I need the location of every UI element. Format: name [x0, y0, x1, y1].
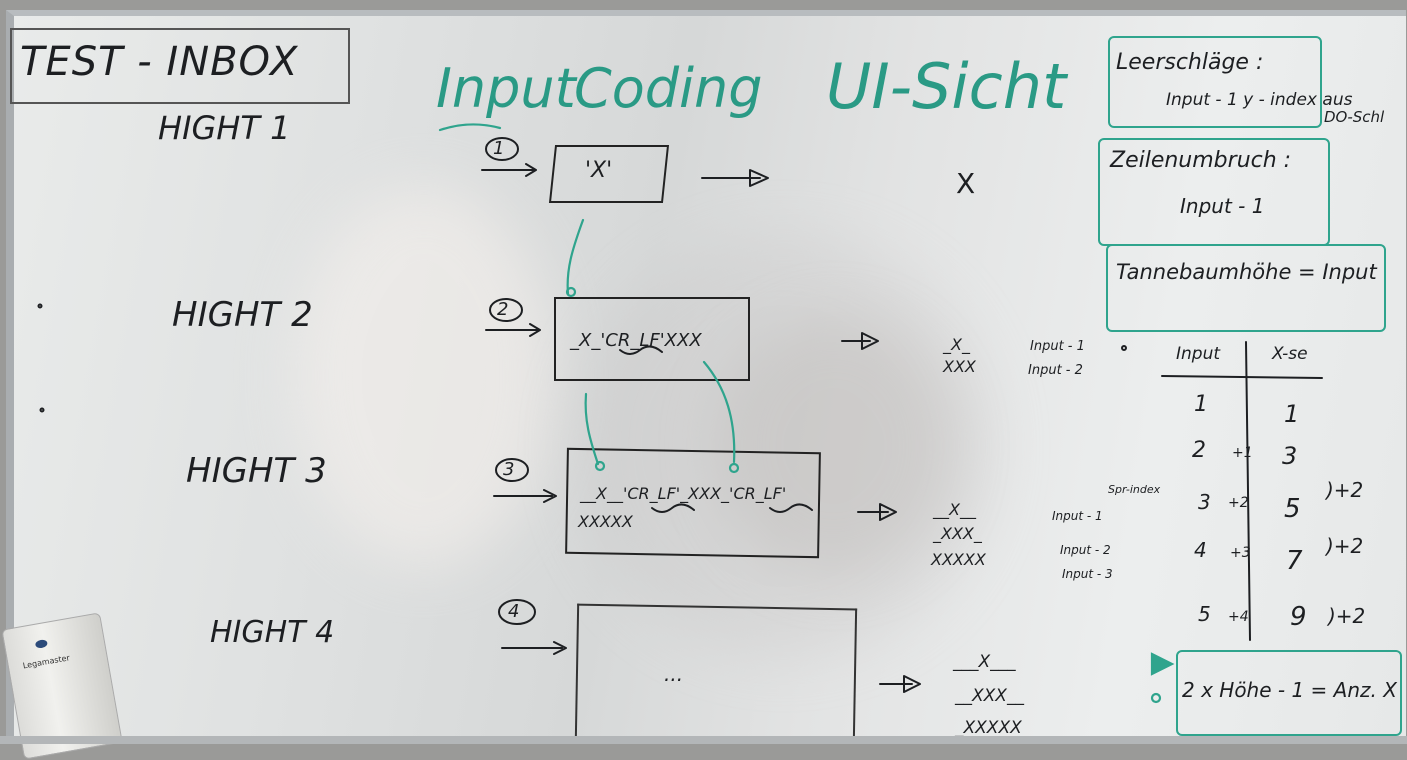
table-x-4: 7 — [1286, 546, 1303, 576]
input-arrow-3 — [493, 489, 557, 503]
table-x-1: 1 — [1284, 400, 1300, 428]
step-number-3: 3 — [503, 459, 515, 480]
table-input-5: 5 — [1198, 602, 1211, 626]
table-step-4: +3 — [1230, 545, 1251, 561]
table-header-x: X-se — [1272, 344, 1308, 364]
note-zeilenumbruch-body: Input - 1 — [1180, 194, 1265, 218]
table-x-5: 9 — [1290, 602, 1307, 632]
coding-box-2 — [554, 297, 750, 381]
ui-label-2-2: Input - 2 — [1028, 363, 1083, 378]
squiggle-2 — [619, 345, 663, 355]
note-zeilenumbruch-title: Zeilenumbruch : — [1110, 148, 1292, 173]
header-coding: Coding — [574, 57, 763, 120]
table-side-label: Spr-index — [1108, 483, 1161, 496]
ui-output-2-line2: XXX — [943, 357, 976, 376]
ui-output-3-line1: __X__ — [933, 500, 976, 519]
output-arrow-3 — [857, 503, 897, 521]
dot-3 — [39, 407, 45, 413]
note-leerschlaege-tail: DO-Schl — [1324, 108, 1385, 126]
squiggle-3b — [769, 503, 813, 513]
coding-input-3-line1: __X__'CR_LF'_XXX_'CR_LF' — [580, 484, 787, 503]
output-arrow-4 — [879, 675, 921, 693]
teal-arrow-1 — [566, 218, 585, 296]
coding-input-2: _X_'CR_LF'XXX — [570, 330, 702, 351]
ui-output-3-line3: XXXXX — [931, 550, 986, 569]
header-input: Input — [436, 57, 576, 120]
eraser-brand: Legamaster — [22, 653, 71, 671]
dot-2 — [37, 303, 43, 309]
step-circle-3 — [495, 458, 529, 482]
height-label-2: HIGHT 2 — [172, 295, 313, 335]
ui-output-3-line2: _XXX_ — [933, 524, 982, 543]
ui-label-3-1: Input - 1 — [1052, 509, 1103, 523]
ui-output-1: X — [956, 167, 976, 200]
table-x-2: 3 — [1282, 442, 1298, 470]
board-title: TEST - INBOX — [20, 39, 299, 85]
formula-box — [1176, 650, 1402, 736]
formula-dot — [1150, 692, 1162, 704]
eraser-logo-dot — [34, 638, 48, 649]
table-input-1: 1 — [1194, 392, 1208, 417]
table-horizontal-line — [1161, 375, 1323, 379]
ui-label-2-1: Input - 1 — [1030, 339, 1085, 354]
step-number-2: 2 — [497, 299, 509, 320]
note-tannenbaum: Tannebaumhöhe = Input — [1116, 260, 1377, 284]
title-box — [10, 28, 350, 104]
dot-1 — [1121, 345, 1127, 351]
window-reflection — [294, 186, 554, 566]
ui-output-2-line1: _X_ — [943, 335, 970, 354]
input-arrow-1 — [481, 163, 537, 177]
note-box-tannenbaum — [1106, 244, 1386, 332]
table-input-2: 2 — [1192, 438, 1206, 463]
ui-output-4-line2: __XXX__ — [955, 686, 1024, 706]
table-step-5: +4 — [1228, 609, 1249, 625]
table-input-3: 3 — [1198, 490, 1211, 514]
table-input-4: 4 — [1194, 538, 1207, 562]
height-label-3: HIGHT 3 — [186, 451, 327, 491]
ui-label-3-3: Input - 3 — [1062, 567, 1113, 581]
header-underline — [438, 123, 502, 132]
table-x-3: 5 — [1284, 494, 1301, 524]
board-frame-bottom — [0, 736, 1407, 744]
input-arrow-4 — [501, 641, 567, 655]
coding-input-3-line2: XXXXX — [578, 512, 633, 531]
step-circle-1 — [485, 137, 519, 161]
table-diff-3: )+2 — [1326, 478, 1364, 502]
teal-arrow-3 — [702, 360, 736, 464]
step-number-4: 4 — [508, 601, 520, 622]
output-arrow-1 — [701, 169, 769, 187]
step-circle-4 — [498, 599, 536, 625]
height-label-4: HIGHT 4 — [210, 615, 335, 650]
header-ui-view: UI-Sicht — [826, 50, 1067, 123]
table-vertical-line — [1245, 341, 1251, 641]
table-step-3: +2 — [1228, 495, 1249, 511]
ui-label-3-2: Input - 2 — [1060, 543, 1111, 557]
step-circle-2 — [489, 298, 523, 322]
teal-arrow-2 — [584, 392, 600, 466]
coding-input-4: ... — [664, 662, 684, 686]
ui-output-4-line1: ___X___ — [953, 652, 1016, 672]
note-leerschlaege-body: Input - 1 y - index aus — [1166, 90, 1353, 110]
note-box-leerschlaege — [1108, 36, 1322, 128]
formula-text: 2 x Höhe - 1 = Anz. X — [1182, 678, 1397, 702]
coding-input-1: 'X' — [585, 158, 613, 183]
step-number-1: 1 — [493, 138, 505, 159]
ui-output-4-line3: _XXXXX — [955, 718, 1022, 738]
person-reflection — [574, 236, 994, 656]
output-arrow-2 — [841, 332, 879, 350]
person-reflection-dark — [714, 316, 954, 576]
formula-arrow — [1150, 652, 1175, 676]
note-leerschlaege-title: Leerschläge : — [1116, 50, 1264, 75]
ink-strokes — [37, 123, 1323, 704]
table-diff-4: )+2 — [1326, 534, 1364, 558]
input-arrow-2 — [485, 323, 541, 337]
squiggle-3a — [651, 503, 695, 513]
table-header-input: Input — [1176, 344, 1221, 364]
table-diff-5: )+2 — [1328, 604, 1366, 628]
height-label-1: HIGHT 1 — [158, 109, 291, 147]
